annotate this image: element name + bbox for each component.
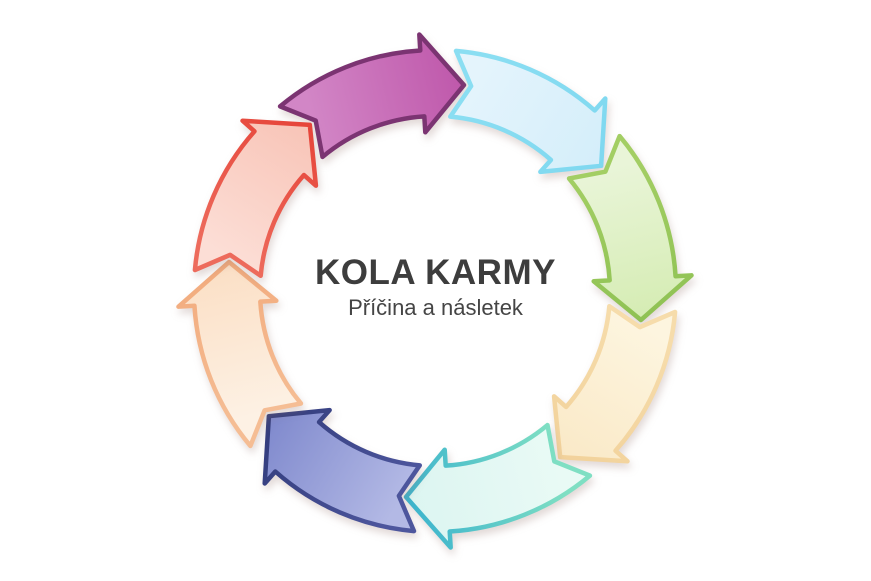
indigo-arrow — [262, 407, 422, 534]
teal-arrow — [403, 422, 593, 550]
green-arrow — [566, 133, 694, 323]
peach-arrow — [176, 259, 304, 449]
cream-arrow — [551, 304, 678, 464]
sky-blue-arrow — [448, 48, 608, 175]
red-arrow — [192, 118, 319, 278]
magenta-arrow — [277, 32, 467, 160]
